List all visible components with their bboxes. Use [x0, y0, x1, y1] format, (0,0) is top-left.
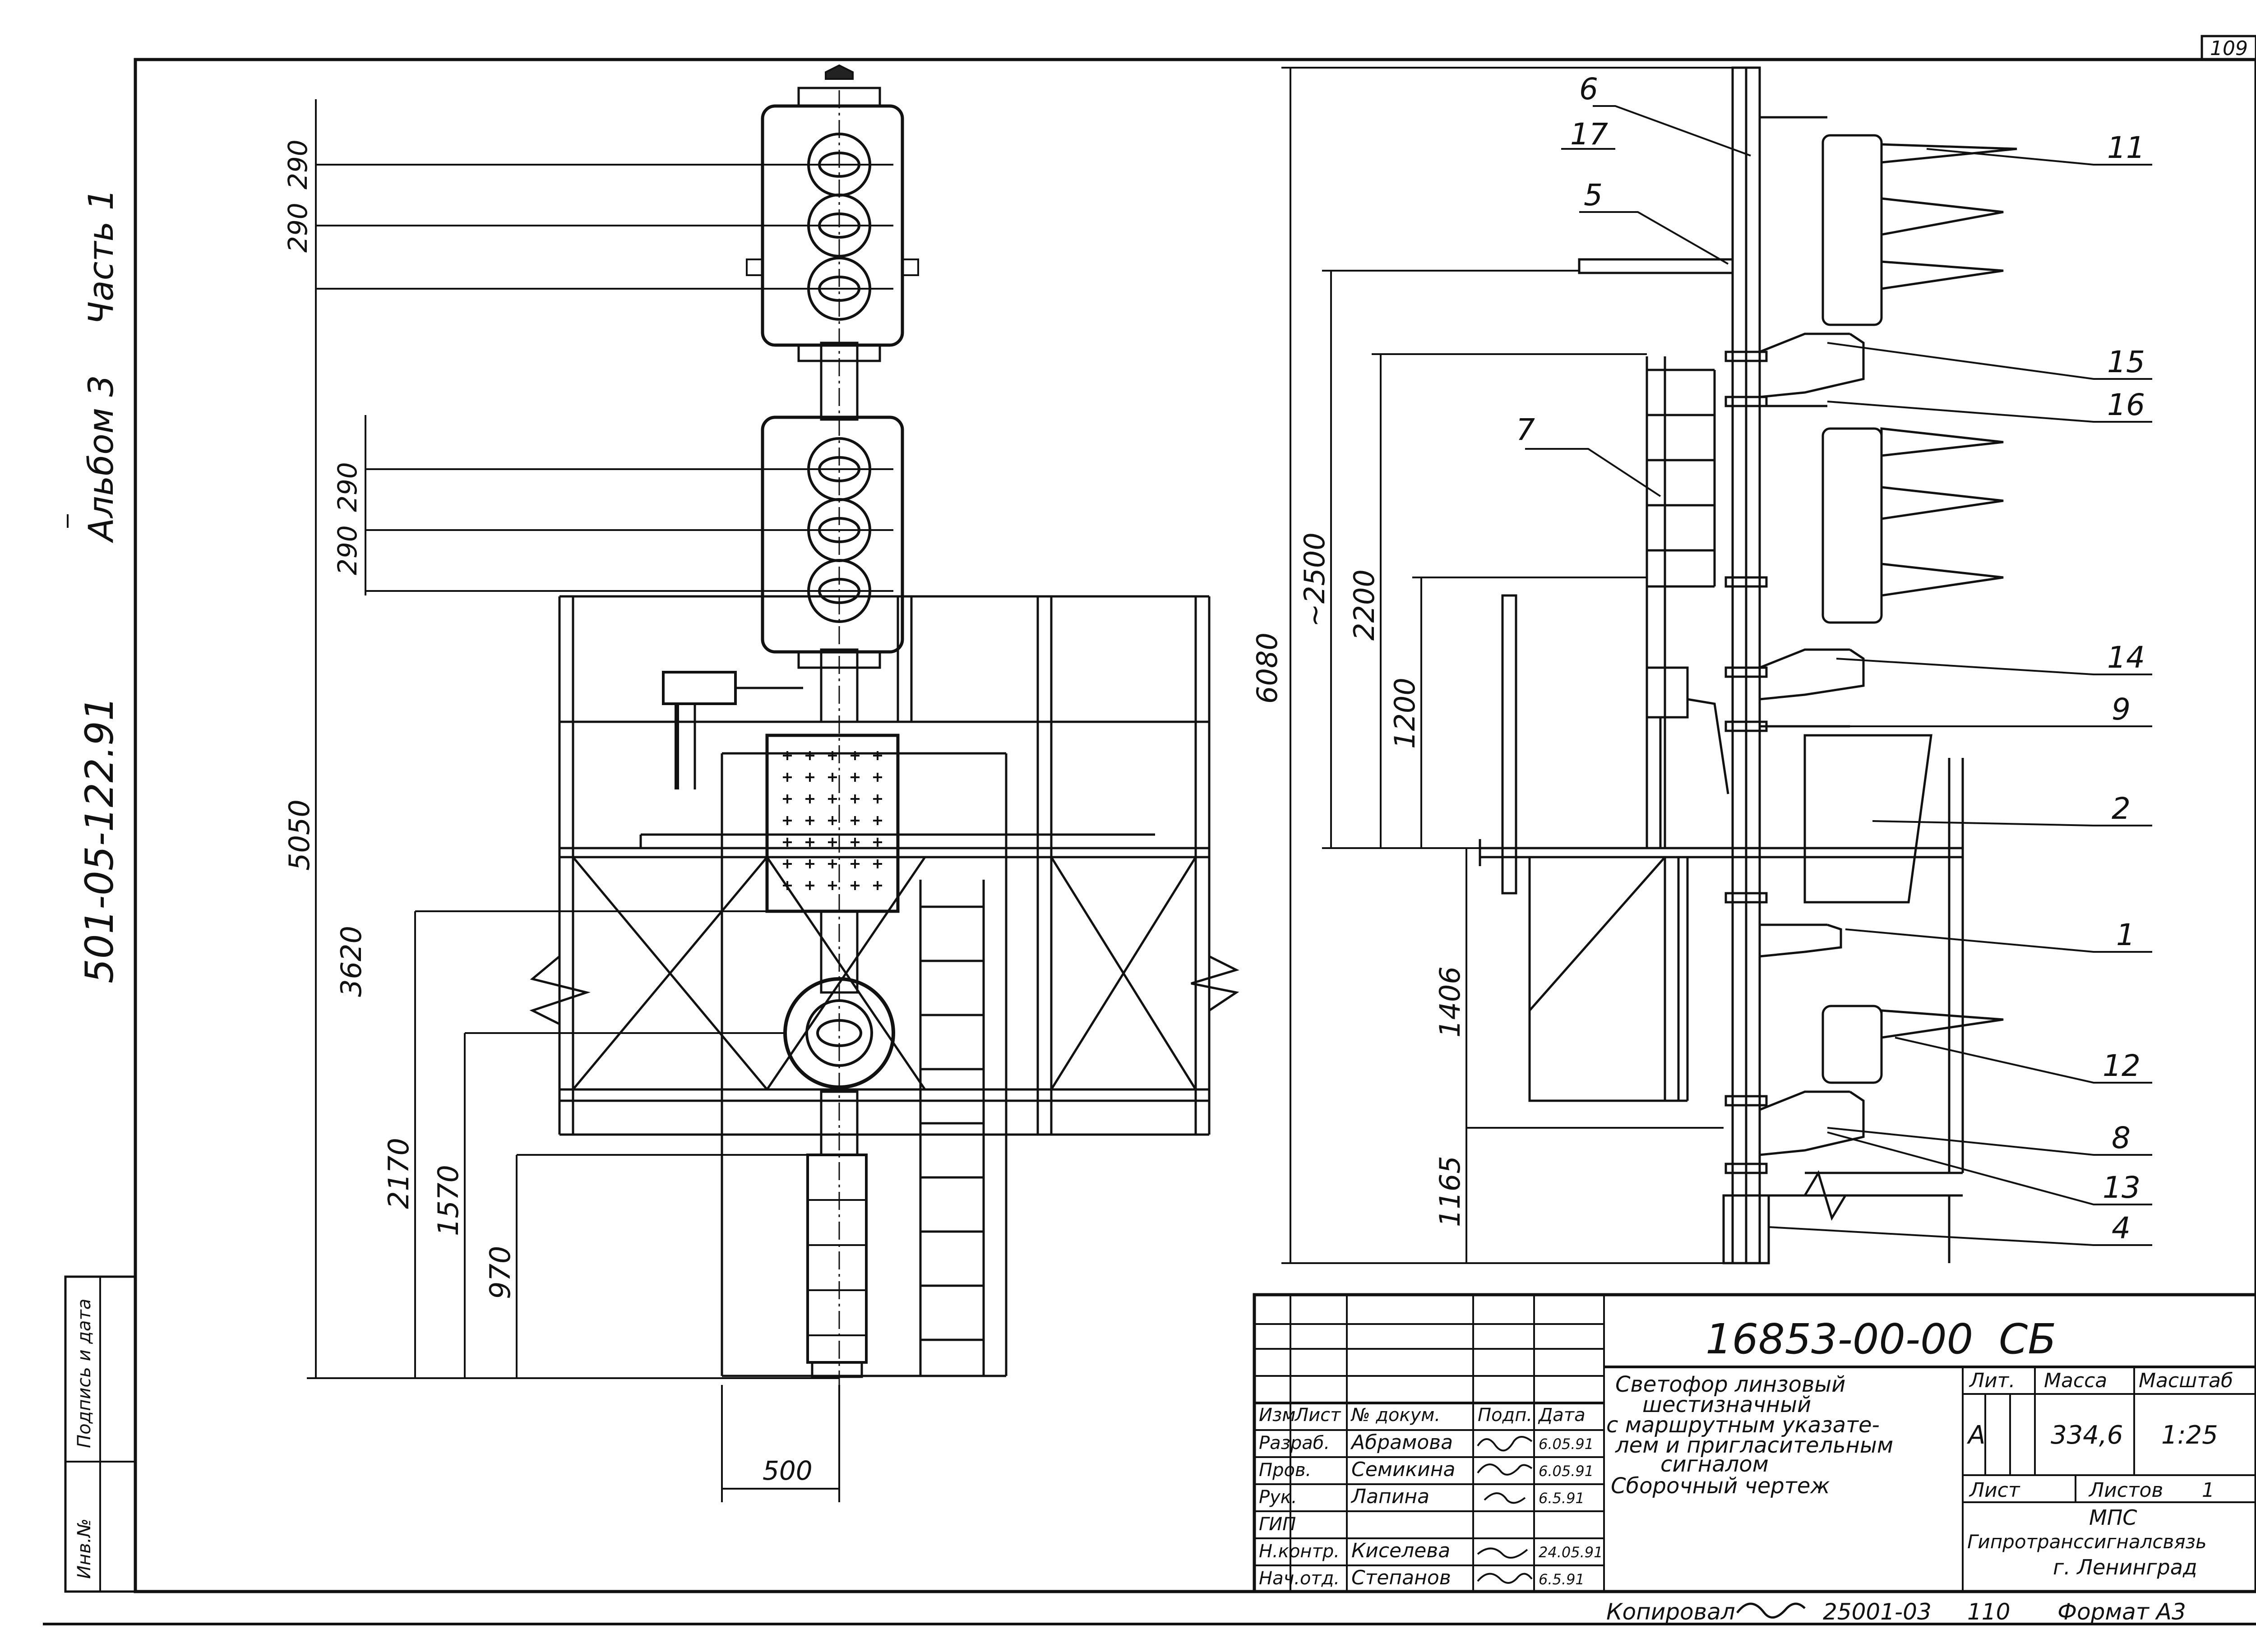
dim-2500: ~2500 [1298, 532, 1331, 627]
title-line-5: Сборочный чертеж [1611, 1473, 1830, 1499]
album-label: Альбом 3 [81, 375, 121, 544]
title-line-0: Светофор линзовый [1615, 1372, 1845, 1397]
doc-suffix: СБ [1999, 1315, 2056, 1363]
front-view: 290 290 290 290 5050 3620 2170 1570 970 … [282, 64, 1239, 1502]
part-label: Часть 1 [81, 189, 121, 325]
dim-1200: 1200 [1388, 678, 1421, 749]
page-number-box [2201, 35, 2256, 61]
mass-value: 334,6 [2051, 1421, 2123, 1450]
side-view: 6 17 5 7 11 15 16 14 9 2 1 12 8 13 4 [1251, 66, 2152, 1264]
dim-290-b: 290 [282, 139, 313, 189]
sheet-label: Лист [1969, 1479, 2020, 1502]
dim-1165: 1165 [1433, 1156, 1466, 1227]
format-label: Формат А3 [2057, 1599, 2186, 1625]
callout-13: 13 [2103, 1170, 2140, 1205]
row-role-0: Разраб. [1259, 1433, 1330, 1454]
dim-290-d: 290 [332, 462, 363, 512]
callout-8: 8 [2112, 1121, 2131, 1155]
dim-290-c: 290 [332, 525, 363, 575]
sheets-value: 1 [2202, 1479, 2214, 1502]
dim-2200: 2200 [1348, 569, 1381, 641]
dim-970: 970 [484, 1246, 517, 1299]
hdr-izm: Изм [1259, 1405, 1295, 1426]
callout-5: 5 [1584, 178, 1603, 212]
mast-base [806, 1154, 868, 1364]
route-indicator [765, 734, 900, 913]
callout-4: 4 [2112, 1211, 2131, 1246]
org-line-1: Гипротранссигналсвязь [1967, 1531, 2207, 1553]
row-name-2: Лапина [1350, 1485, 1429, 1508]
title-line-1: шестизначный [1642, 1392, 1811, 1417]
sheet-frame [134, 58, 2256, 1593]
dim-500: 500 [763, 1455, 813, 1486]
dim-6080: 6080 [1251, 632, 1284, 704]
dim-2170: 2170 [382, 1138, 415, 1209]
hdr-doc: № докум. [1350, 1405, 1440, 1426]
org-line-0: МПС [2089, 1505, 2137, 1530]
hdr-date: Дата [1538, 1405, 1586, 1426]
dim-290-a: 290 [282, 203, 313, 253]
callout-7: 7 [1516, 412, 1535, 447]
row-date-0: 6.05.91 [1539, 1435, 1594, 1453]
row-name-5: Степанов [1351, 1566, 1451, 1589]
sign-date-label: Подпись и дата [74, 1299, 95, 1448]
callout-2: 2 [2112, 791, 2131, 826]
hdr-list: Лист [1294, 1405, 1341, 1426]
callout-6: 6 [1579, 72, 1598, 106]
copied-label: Копировал [1606, 1599, 1735, 1625]
title-line-2: с маршрутным указате- [1606, 1412, 1880, 1438]
row-role-5: Нач.отд. [1259, 1568, 1340, 1589]
lower-signal-head [761, 415, 904, 669]
callout-14: 14 [2107, 640, 2145, 675]
row-name-4: Киселева [1351, 1539, 1450, 1562]
callout-17: 17 [1570, 117, 1608, 152]
row-date-4: 24.05.91 [1539, 1544, 1603, 1561]
row-date-5: 6.5.91 [1539, 1571, 1585, 1588]
callout-1: 1 [2116, 918, 2135, 952]
sheets-label: Листов [2088, 1479, 2163, 1502]
lit-value: А [1967, 1421, 1985, 1450]
copied-code: 110 [1967, 1599, 2010, 1625]
mass-label: Масса [2044, 1369, 2107, 1392]
row-role-3: ГИП [1259, 1514, 1296, 1535]
lit-label: Лит. [1969, 1369, 2015, 1392]
dim-1570: 1570 [432, 1165, 465, 1236]
row-role-1: Пров. [1259, 1460, 1311, 1481]
callout-9: 9 [2112, 692, 2131, 727]
row-role-2: Рук. [1259, 1487, 1297, 1508]
copier-signature [1736, 1602, 1806, 1619]
signatures [1477, 1436, 1533, 1584]
page-number: 109 [2210, 37, 2248, 60]
scale-label: Масштаб [2139, 1369, 2233, 1392]
dim-5050: 5050 [283, 799, 316, 871]
inv-no-label: Инв.№ [74, 1518, 95, 1579]
callout-12: 12 [2103, 1048, 2140, 1083]
callout-15: 15 [2107, 345, 2145, 379]
row-name-1: Семикина [1351, 1458, 1455, 1481]
album-code: 501-05-122.91 [77, 696, 122, 983]
org-line-2: г. Ленинград [2053, 1555, 2197, 1579]
doc-code: 16853-00-00 [1706, 1315, 1973, 1363]
row-date-2: 6.5.91 [1539, 1490, 1585, 1507]
callout-16: 16 [2107, 388, 2145, 422]
row-date-1: 6.05.91 [1539, 1463, 1594, 1480]
dim-1406: 1406 [1433, 966, 1466, 1038]
scale-value: 1:25 [2161, 1421, 2218, 1450]
hdr-sign: Подп. [1478, 1405, 1532, 1426]
row-name-0: Абрамова [1350, 1431, 1453, 1454]
calling-on-signal [783, 977, 895, 1089]
title-block: Изм Лист № докум. Подп. Дата Разраб. Абр… [1253, 1293, 2256, 1593]
callout-11: 11 [2107, 130, 2145, 165]
dim-3620: 3620 [335, 926, 368, 997]
copied-number: 25001-03 [1823, 1599, 1932, 1625]
title-line-3: лем и пригласительным [1615, 1433, 1893, 1458]
row-role-4: Н.контр. [1259, 1541, 1340, 1562]
title-line-4: сигналом [1660, 1452, 1769, 1477]
